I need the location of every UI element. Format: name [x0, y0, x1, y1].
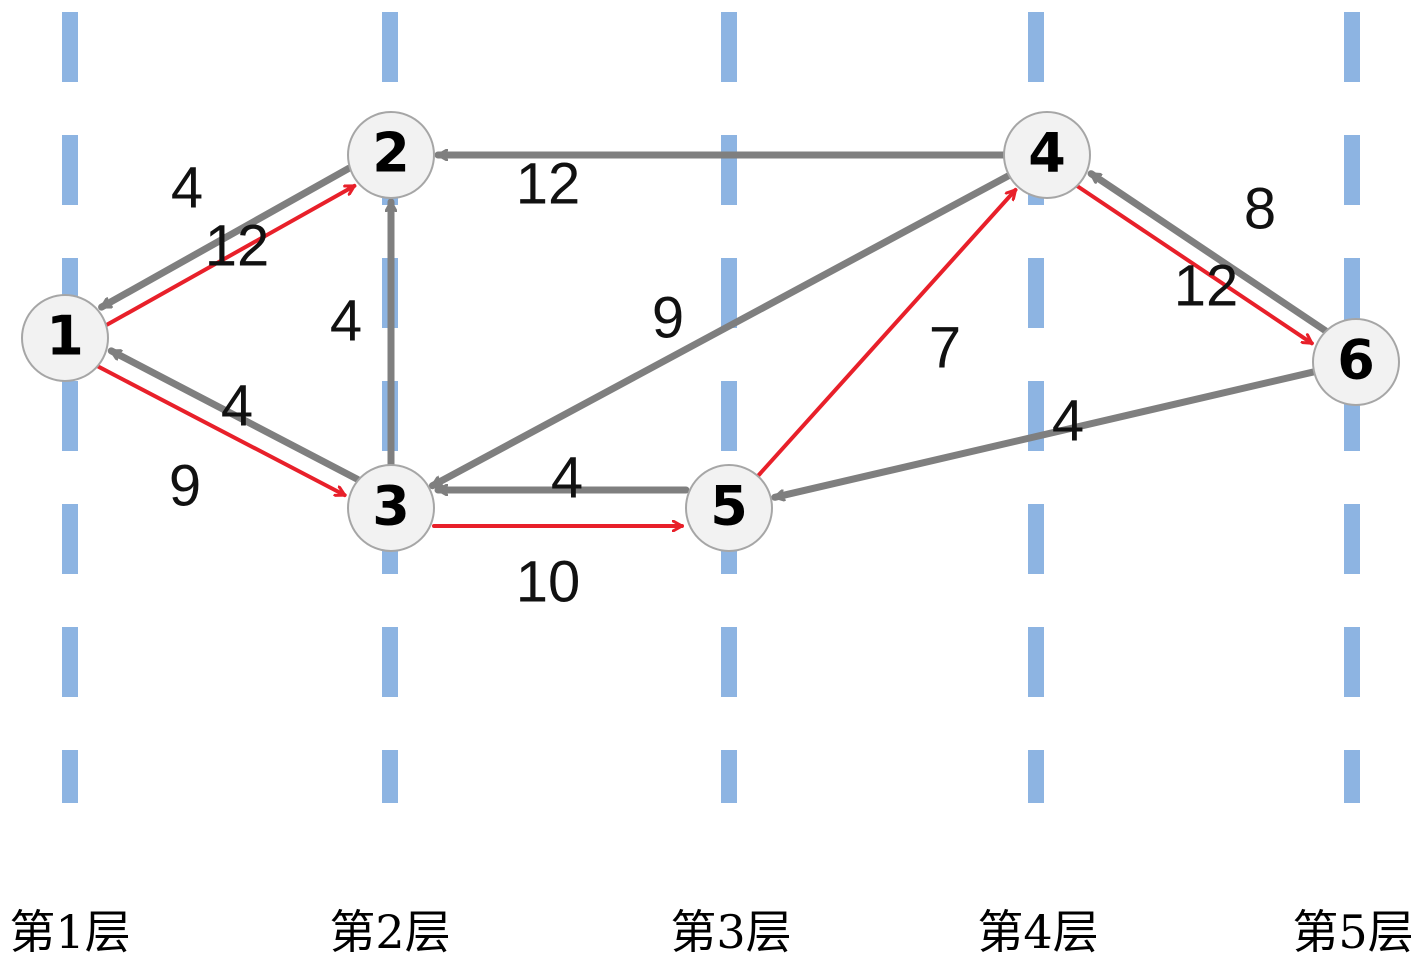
edges-gray — [98, 155, 1329, 498]
edge-weight-3-5: 10 — [516, 549, 581, 614]
node-label-6: 6 — [1337, 329, 1375, 392]
edge-weight-3-1: 4 — [221, 373, 253, 438]
node-3: 3 — [347, 464, 435, 552]
node-circle-4 — [1003, 111, 1091, 199]
edge-4-3 — [428, 171, 1013, 490]
edge-weight-4-3: 9 — [652, 285, 684, 350]
edges-highlighted — [96, 183, 1314, 526]
edge-weight-4-2: 12 — [516, 151, 581, 216]
edge-weight-1-2: 4 — [171, 155, 203, 220]
layer-label-5: 第5层 — [1292, 905, 1414, 959]
node-5: 5 — [685, 464, 773, 552]
layer-label-4: 第4层 — [977, 905, 1099, 959]
edge-weight-5-4: 7 — [929, 315, 961, 380]
edge-4-6 — [1075, 184, 1314, 346]
node-label-2: 2 — [372, 122, 410, 185]
edge-3-1 — [107, 347, 361, 483]
edge-weight-4-6: 8 — [1244, 176, 1276, 241]
layer-label-2: 第2层 — [329, 905, 451, 959]
node-label-3: 3 — [372, 475, 410, 538]
node-2: 2 — [347, 111, 435, 199]
edge-weight-6-5: 4 — [1052, 388, 1084, 453]
edge-weight-3-2: 4 — [330, 288, 362, 353]
edge-weight-1-3: 9 — [169, 453, 201, 518]
edge-1-2 — [104, 183, 357, 327]
node-1: 1 — [21, 294, 109, 382]
edge-1-3 — [96, 364, 347, 498]
node-4: 4 — [1003, 111, 1091, 199]
node-circle-6 — [1312, 318, 1400, 406]
node-label-1: 1 — [46, 305, 84, 368]
layer-label-1: 第1层 — [9, 905, 131, 959]
edge-weight-2-1: 12 — [205, 213, 270, 278]
edge-2-1 — [98, 164, 353, 311]
layer-label-3: 第3层 — [670, 905, 792, 959]
edge-5-4 — [755, 187, 1018, 479]
node-circle-3 — [347, 464, 435, 552]
node-6: 6 — [1312, 318, 1400, 406]
node-label-4: 4 — [1028, 122, 1066, 185]
node-circle-5 — [685, 464, 773, 552]
edge-weight-5-3: 4 — [551, 445, 583, 510]
node-circle-2 — [347, 111, 435, 199]
edge-weight-6-4: 12 — [1174, 253, 1239, 318]
node-label-5: 5 — [710, 475, 748, 538]
edge-6-4 — [1087, 170, 1329, 335]
node-circle-1 — [21, 294, 109, 382]
edge-6-5 — [771, 368, 1318, 498]
